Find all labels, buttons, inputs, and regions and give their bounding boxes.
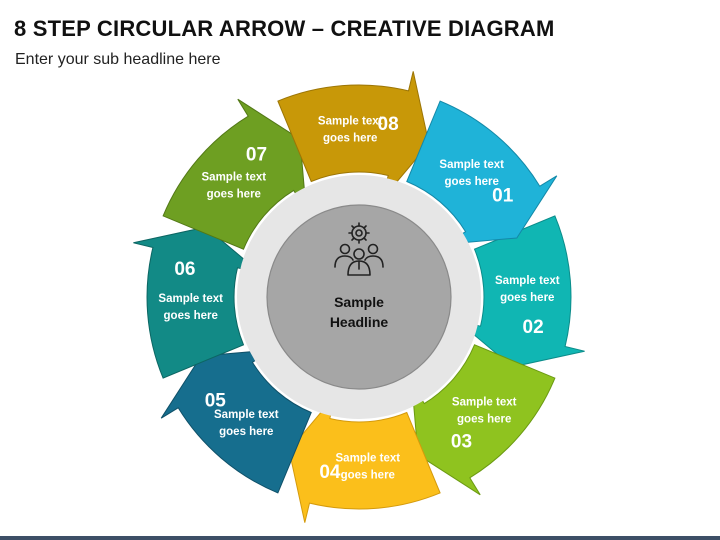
hub-headline-line-1: Sample xyxy=(334,294,384,310)
step-number-06: 06 xyxy=(174,259,195,280)
arrow-segment-08 xyxy=(277,71,430,200)
arrow-segment-06 xyxy=(133,226,262,379)
arrow-segment-03 xyxy=(411,344,556,496)
step-number-01: 01 xyxy=(492,186,514,207)
step-number-03: 03 xyxy=(451,432,472,453)
center-hub xyxy=(266,204,452,390)
step-number-02: 02 xyxy=(523,317,544,338)
step-08-text-line-2: goes here xyxy=(323,133,377,145)
step-04-text-line-1: Sample text xyxy=(336,452,401,464)
step-number-07: 07 xyxy=(246,144,267,165)
step-06-text-line-2: goes here xyxy=(164,310,218,322)
slide-subtitle: Enter your sub headline here xyxy=(15,51,221,68)
step-01-text-line-2: goes here xyxy=(445,176,499,188)
step-07-text-line-2: goes here xyxy=(207,188,261,200)
step-08-text-line-1: Sample text xyxy=(318,116,383,128)
step-07-text-line-1: Sample text xyxy=(202,171,267,183)
team-gear-icon xyxy=(334,222,384,276)
step-01-text-line-1: Sample text xyxy=(439,159,504,171)
step-number-05: 05 xyxy=(205,391,227,412)
arrow-segment-04 xyxy=(288,394,441,523)
step-05-text-line-1: Sample text xyxy=(214,409,279,421)
step-02-text-line-2: goes here xyxy=(500,292,554,304)
step-03-text-line-2: goes here xyxy=(457,414,511,426)
step-05-text-line-2: goes here xyxy=(219,426,273,438)
arrow-segment-02 xyxy=(456,215,585,368)
step-03-text-line-1: Sample text xyxy=(452,397,517,409)
step-number-04: 04 xyxy=(319,462,341,483)
hub-headline-line-2: Headline xyxy=(330,314,389,330)
step-06-text-line-1: Sample text xyxy=(158,293,223,305)
bottom-bar xyxy=(0,536,720,540)
arrow-segment-07 xyxy=(162,98,307,250)
arrow-segment-05 xyxy=(160,349,312,494)
step-number-08: 08 xyxy=(378,114,399,135)
step-02-text-line-1: Sample text xyxy=(495,275,560,287)
slide-title: 8 STEP CIRCULAR ARROW – CREATIVE DIAGRAM xyxy=(14,16,555,41)
arrow-segment-01 xyxy=(406,100,558,245)
step-04-text-line-2: goes here xyxy=(341,469,395,481)
